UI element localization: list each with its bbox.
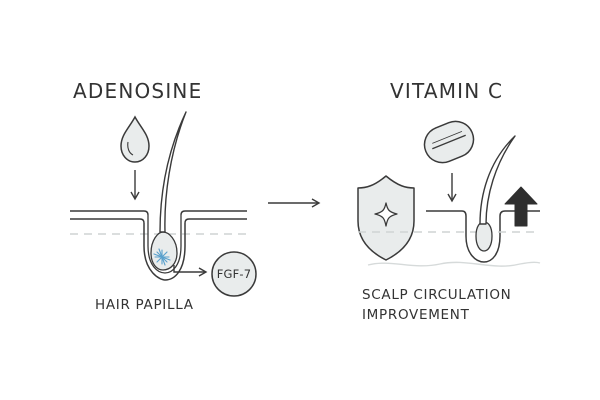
skin-surface-right <box>358 210 541 267</box>
capsule-pill-icon <box>423 120 475 164</box>
bulb-to-fgf7-arrow <box>173 265 208 277</box>
fgf7-label: FGF-7 <box>216 267 252 281</box>
activation-spark-icon <box>153 248 171 266</box>
water-drop-icon <box>120 115 150 163</box>
hair-follicle-icon <box>143 111 187 281</box>
left-panel-graphic <box>70 111 257 297</box>
shield-sparkle-icon <box>357 175 415 261</box>
hair-strand-icon <box>475 135 516 252</box>
fgf7-molecule-icon <box>211 251 257 297</box>
right-panel-caption-line1: SCALP CIRCULATION <box>362 287 512 303</box>
skin-surface-left <box>70 210 247 235</box>
growth-up-arrow-icon <box>504 186 538 227</box>
right-panel-graphic <box>357 120 541 267</box>
right-panel-title: VITAMIN C <box>390 79 504 103</box>
left-panel-caption: HAIR PAPILLA <box>95 297 194 313</box>
right-panel-caption-line2: IMPROVEMENT <box>362 307 470 323</box>
left-panel-title: ADENOSINE <box>73 79 203 103</box>
